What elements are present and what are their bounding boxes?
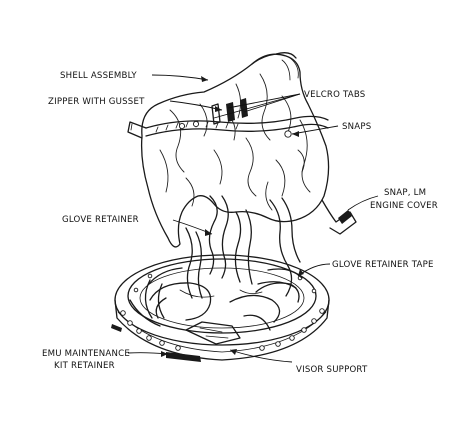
label-zipper-with-gusset: ZIPPER WITH GUSSET — [48, 97, 145, 107]
label-snap-lm: SNAP, LM — [384, 188, 426, 198]
label-shell-assembly: SHELL ASSEMBLY — [60, 71, 137, 81]
shell-assembly — [127, 52, 330, 248]
label-glove-retainer-tape: GLOVE RETAINER TAPE — [332, 260, 434, 270]
lm-engine-cover-snap — [321, 199, 357, 235]
labels: SHELL ASSEMBLY ZIPPER WITH GUSSET VELCRO… — [42, 71, 438, 375]
base-ring — [114, 254, 330, 361]
glove-retainer-tapes — [144, 195, 301, 319]
leader-lines — [127, 74, 379, 363]
label-snaps: SNAPS — [342, 122, 371, 132]
label-visor-support: VISOR SUPPORT — [296, 365, 368, 375]
label-emu-maintenance: EMU MAINTENANCE — [42, 349, 130, 359]
label-glove-retainer: GLOVE RETAINER — [62, 215, 139, 225]
ring-holes — [120, 273, 325, 351]
label-engine-cover: ENGINE COVER — [370, 201, 438, 211]
emu-kit-retainer — [111, 324, 201, 362]
label-velcro-tabs: VELCRO TABS — [304, 90, 365, 100]
base-interior — [129, 267, 303, 345]
label-kit-retainer: KIT RETAINER — [54, 361, 115, 371]
